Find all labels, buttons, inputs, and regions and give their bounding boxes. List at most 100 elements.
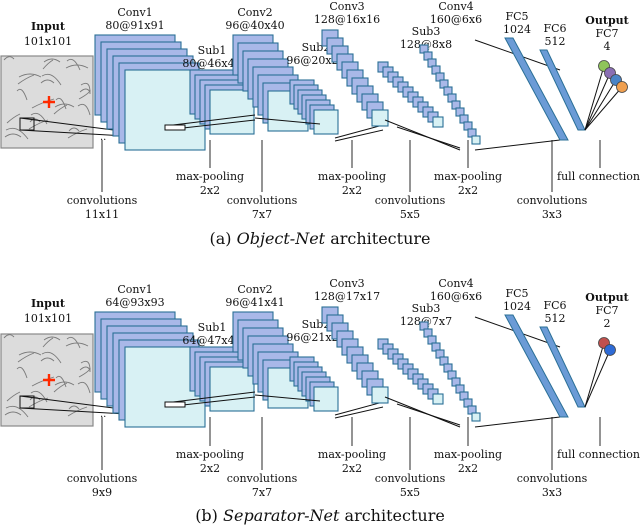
operation-label: convolutions	[375, 472, 446, 485]
output-connection	[584, 79, 617, 131]
layer-name: Conv1	[117, 283, 152, 296]
caption-b: (b) Separator-Net architecture	[0, 506, 640, 525]
input-texture-stroke	[43, 58, 61, 63]
layer-name: Conv2	[237, 283, 272, 296]
input-texture-stroke	[18, 351, 42, 356]
conv4-stack	[419, 321, 481, 422]
conv4-stack	[419, 44, 481, 145]
operation-label: max-pooling	[434, 170, 502, 183]
operation-label: convolutions	[517, 194, 588, 207]
input-texture-stroke	[6, 113, 21, 124]
projection-line	[254, 117, 321, 125]
layer-dims: 512	[545, 35, 566, 48]
layer-dims: 80@91x91	[105, 19, 164, 32]
input-texture-stroke	[28, 119, 49, 130]
fc6-bar	[539, 326, 586, 408]
kernel-box	[164, 124, 186, 131]
input-texture-stroke	[28, 397, 49, 408]
input-texture-stroke	[53, 382, 68, 393]
input-texture-stroke	[5, 405, 29, 418]
feature-map	[313, 109, 339, 135]
sub3-stack	[377, 338, 444, 405]
projection-line	[334, 129, 384, 142]
caption-a: (a) Object-Net architecture	[0, 229, 640, 248]
layer-name: Conv4	[438, 0, 473, 13]
output-connection	[584, 349, 611, 408]
operation-label: max-pooling	[318, 448, 386, 461]
input-texture-stroke	[42, 59, 54, 70]
input-texture-stroke	[42, 337, 54, 348]
layer-dims: 1024	[503, 300, 531, 313]
input-texture-stroke	[40, 79, 55, 84]
input-texture-stroke	[29, 118, 41, 123]
input-texture-stroke	[29, 396, 41, 401]
operation-label: convolutions	[375, 194, 446, 207]
input-texture-stroke	[41, 73, 62, 86]
layer-dims: 80@46x46	[182, 57, 241, 70]
layer-dims: 128@17x17	[314, 290, 380, 303]
layer-dims: 96@20x20	[286, 54, 345, 67]
output-connection	[584, 72, 611, 131]
feature-map	[313, 386, 339, 412]
input-texture-stroke	[17, 74, 35, 85]
input-texture-stroke	[55, 375, 67, 388]
input-texture-stroke	[6, 391, 21, 402]
conv3-stack	[321, 29, 389, 127]
feature-map	[471, 135, 481, 145]
layer-name: Conv3	[329, 0, 364, 13]
output-name: FC7	[595, 27, 618, 40]
operation-kernel-size: 2x2	[342, 462, 362, 475]
projection-line	[254, 394, 321, 402]
input-texture-stroke	[79, 366, 91, 371]
input-texture-stroke	[77, 103, 91, 116]
layer-dims: 96@41x41	[225, 296, 284, 309]
input-texture-stroke	[4, 411, 22, 416]
input-texture-stroke	[17, 352, 35, 363]
output-connection	[584, 342, 605, 408]
operation-label: max-pooling	[318, 170, 386, 183]
layer-dims: 96@21x21	[286, 331, 345, 344]
operation-kernel-size: 9x9	[92, 486, 112, 499]
fc5-bar	[504, 314, 569, 418]
operation-label: max-pooling	[434, 448, 502, 461]
projection-line	[474, 139, 561, 151]
operation-label: max-pooling	[176, 448, 244, 461]
kernel-box	[19, 117, 35, 131]
caption-suffix: architecture	[344, 506, 445, 525]
operation-kernel-size: 7x7	[252, 486, 272, 499]
layer-name: Sub1	[198, 44, 227, 57]
layer-name: Conv4	[438, 277, 473, 290]
fc5-bar	[504, 37, 569, 141]
sub1-stack	[189, 346, 255, 412]
feature-map	[432, 393, 444, 405]
sub3-stack	[377, 61, 444, 128]
input-label: Input	[31, 20, 66, 33]
feature-map	[371, 109, 389, 127]
feature-map	[471, 412, 481, 422]
input-texture-stroke	[53, 104, 68, 115]
ellipsis: ..	[100, 132, 106, 143]
input-size: 101x101	[24, 35, 72, 48]
input-texture-stroke	[18, 73, 42, 78]
layer-dims: 512	[545, 312, 566, 325]
output-size: 2	[604, 317, 611, 330]
layer-dims: 1024	[503, 23, 531, 36]
operation-kernel-size: 3x3	[542, 486, 562, 499]
projection-line	[396, 126, 461, 149]
caption-net-name: Object-Net	[236, 229, 326, 248]
feature-map	[209, 366, 255, 412]
projection-line	[334, 124, 384, 139]
sub2-stack	[289, 356, 339, 412]
output-size: 4	[604, 40, 611, 53]
layer-name: Conv2	[237, 6, 272, 19]
conv1-stack	[94, 311, 206, 428]
input-image	[0, 55, 94, 149]
operation-label: convolutions	[227, 472, 298, 485]
layer-name: Sub3	[412, 25, 441, 38]
fc6-bar	[539, 49, 586, 131]
input-texture-stroke	[80, 82, 91, 95]
projection-line	[396, 403, 461, 426]
caption-net-name: Separator-Net	[223, 506, 340, 525]
